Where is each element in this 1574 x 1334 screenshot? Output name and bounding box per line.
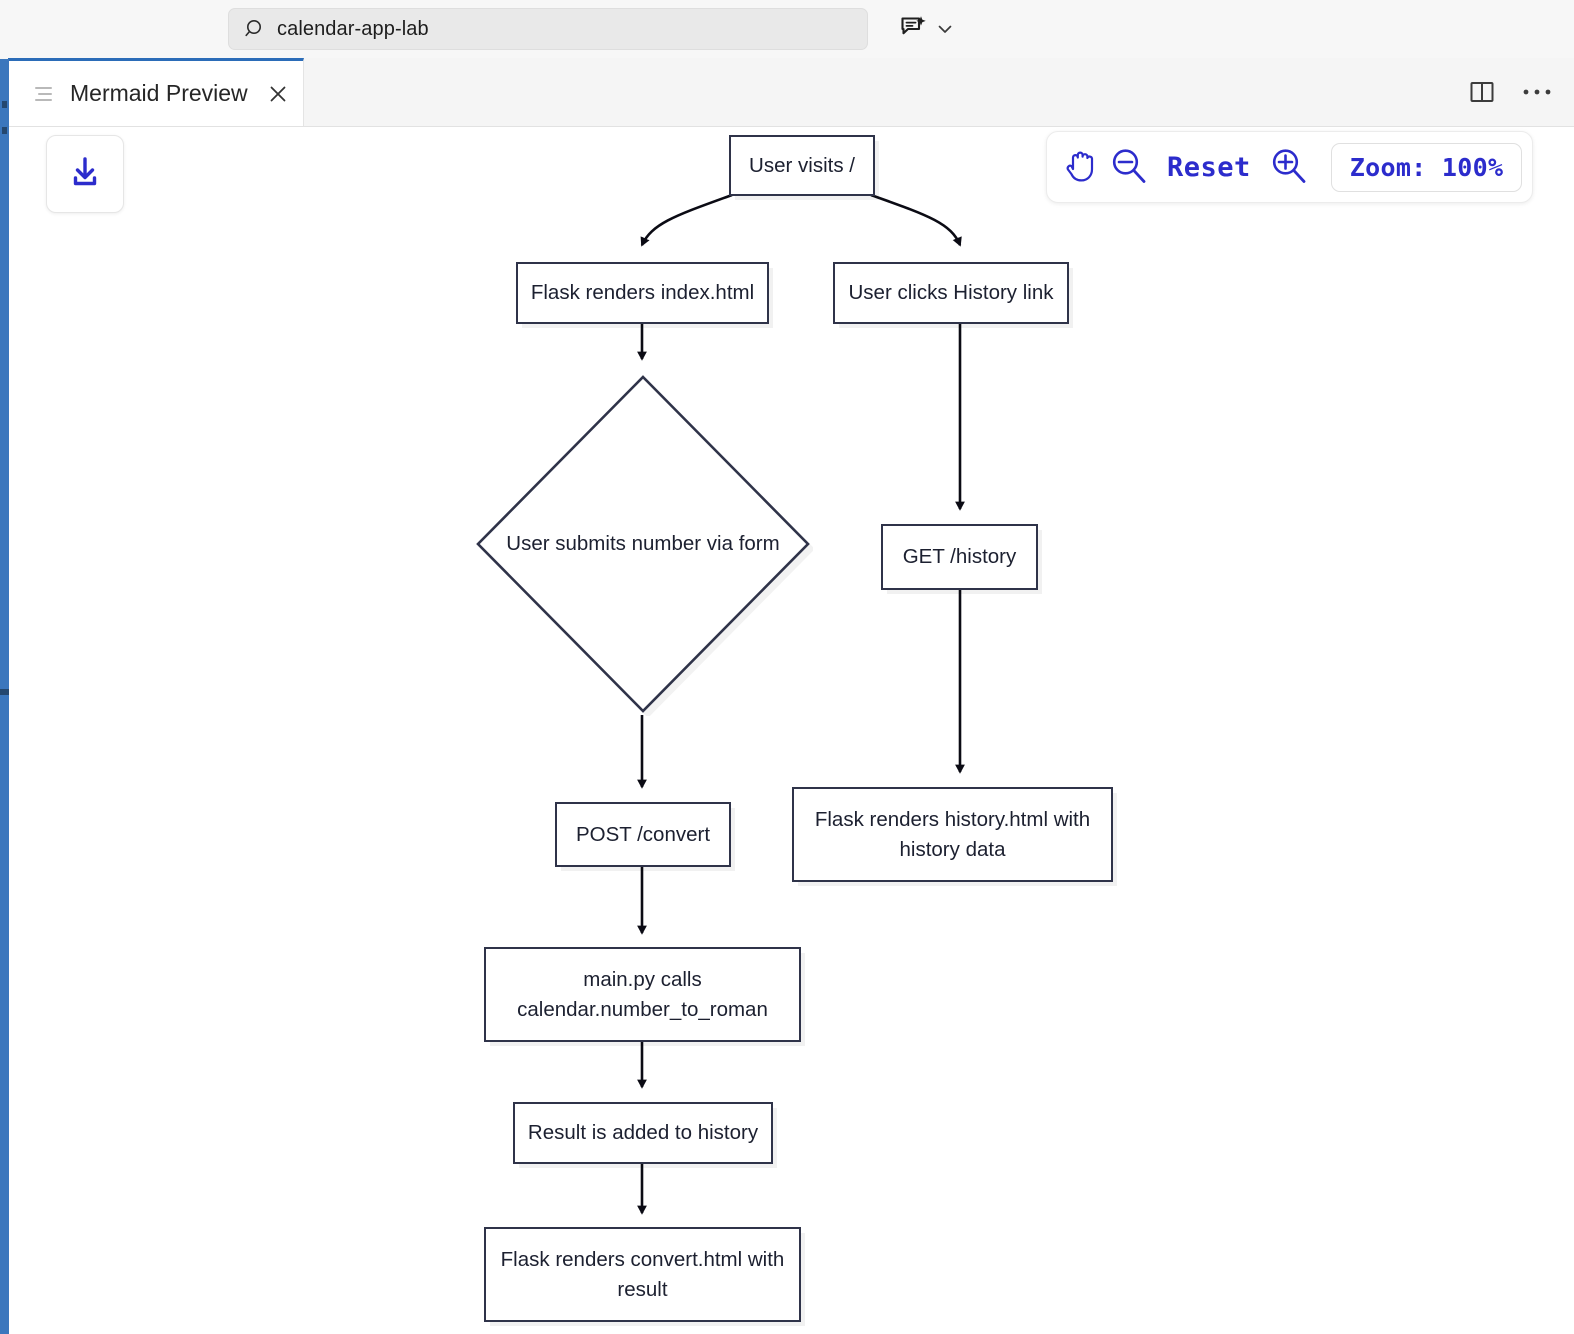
zoom-out-icon <box>1107 144 1151 191</box>
flowchart-edges <box>637 193 965 1215</box>
download-button[interactable] <box>46 135 124 213</box>
node-user-clicks-history-link[interactable]: User clicks History link <box>833 262 1069 324</box>
search-value: calendar-app-lab <box>277 17 429 40</box>
mermaid-preview-canvas: Reset Zoom: 100% <box>9 127 1574 1334</box>
node-mainpy-calls-number-to-roman[interactable]: main.py calls calendar.number_to_roman <box>484 947 801 1042</box>
search-icon <box>245 18 267 40</box>
node-label-line-2: history data <box>899 837 1006 861</box>
editor-tab-bar: Mermaid Preview <box>0 58 1574 127</box>
node-user-visits-root[interactable]: User visits / <box>729 135 875 196</box>
minimap-mark-2 <box>2 127 7 134</box>
node-label: POST /convert <box>575 822 711 846</box>
zoom-out-button[interactable] <box>1107 141 1151 193</box>
node-flask-renders-index[interactable]: Flask renders index.html <box>516 262 769 324</box>
window-title-bar: calendar-app-lab <box>0 0 1574 58</box>
zoom-in-button[interactable] <box>1267 141 1311 193</box>
node-flask-renders-convert[interactable]: Flask renders convert.html with result <box>484 1227 801 1322</box>
diamond-shape <box>476 375 810 713</box>
copilot-chat-icon <box>898 14 928 44</box>
node-label-line-1: Flask renders convert.html with <box>500 1247 785 1271</box>
preview-lines-icon <box>34 84 54 104</box>
node-label: User clicks History link <box>848 281 1054 305</box>
tab-mermaid-preview[interactable]: Mermaid Preview <box>8 58 304 126</box>
close-icon[interactable] <box>266 82 290 106</box>
tab-bar-actions <box>1468 58 1552 126</box>
node-post-convert[interactable]: POST /convert <box>555 802 731 867</box>
pan-hand-icon <box>1061 145 1101 190</box>
node-label-line-2: result <box>617 1277 668 1301</box>
minimap-mark-3 <box>0 689 9 695</box>
copilot-chat-button[interactable] <box>898 10 956 48</box>
node-label: Flask renders index.html <box>530 281 755 305</box>
node-label: User visits / <box>749 153 855 177</box>
node-flask-renders-history[interactable]: Flask renders history.html with history … <box>792 787 1113 882</box>
node-label-line-1: main.py calls <box>583 967 702 991</box>
more-actions-icon[interactable] <box>1522 87 1552 97</box>
minimap-mark-1 <box>2 101 7 108</box>
node-user-submits-number-decision[interactable]: User submits number via form <box>473 372 813 716</box>
node-label-line-2: calendar.number_to_roman <box>517 997 768 1021</box>
node-label-line-1: Flask renders history.html with <box>814 807 1091 831</box>
search-input[interactable]: calendar-app-lab <box>228 8 868 50</box>
split-editor-icon[interactable] <box>1468 78 1496 106</box>
chevron-down-icon <box>934 18 956 40</box>
tab-label: Mermaid Preview <box>70 80 248 106</box>
download-icon <box>65 152 105 197</box>
zoom-in-icon <box>1267 144 1311 191</box>
zoom-toolbar: Reset Zoom: 100% <box>1046 131 1533 203</box>
node-label: GET /history <box>902 545 1017 569</box>
node-label: Result is added to history <box>527 1121 759 1145</box>
flowchart: User visits / Flask renders index.html U… <box>9 127 1574 1334</box>
node-label: User submits number via form <box>506 532 780 555</box>
editor-left-accent-strip <box>0 59 9 1334</box>
node-get-history[interactable]: GET /history <box>881 524 1038 590</box>
zoom-level-display: Zoom: 100% <box>1330 142 1523 192</box>
node-result-added-to-history[interactable]: Result is added to history <box>513 1102 773 1164</box>
pan-button[interactable] <box>1061 141 1101 193</box>
reset-button[interactable]: Reset <box>1157 152 1261 183</box>
